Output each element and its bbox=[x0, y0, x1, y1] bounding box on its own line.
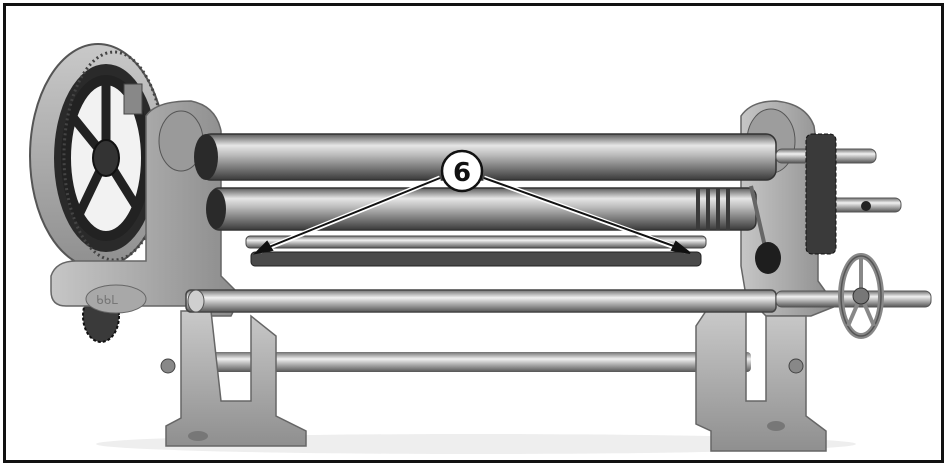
callout-arrows-core bbox=[253, 177, 691, 255]
callout-label: 6 bbox=[453, 158, 471, 188]
wire-grooves bbox=[696, 188, 730, 230]
left-foot bbox=[160, 310, 307, 447]
svg-text:ᑲᑲᒪ: ᑲᑲᒪ bbox=[96, 293, 118, 307]
handwheel bbox=[838, 253, 884, 339]
slip-roll-machine-photo: ᑲᑲᒪ bbox=[29, 43, 932, 454]
callout-circle bbox=[440, 149, 484, 193]
rear-roll bbox=[245, 235, 707, 249]
lever-knob bbox=[749, 185, 781, 274]
top-roll-end bbox=[194, 134, 218, 180]
photo-frame: ᑲᑲᒪ bbox=[3, 3, 944, 463]
lower-tie-rod bbox=[211, 352, 751, 372]
top-roll bbox=[200, 133, 777, 181]
adjustment-bar bbox=[250, 251, 702, 267]
right-foot bbox=[695, 310, 827, 452]
left-frame-casting: ᑲᑲᒪ bbox=[50, 100, 242, 337]
adjust-bolt bbox=[123, 83, 143, 115]
right-shafts bbox=[775, 133, 932, 308]
middle-roll bbox=[210, 187, 757, 231]
front-tie-rod bbox=[185, 289, 777, 313]
